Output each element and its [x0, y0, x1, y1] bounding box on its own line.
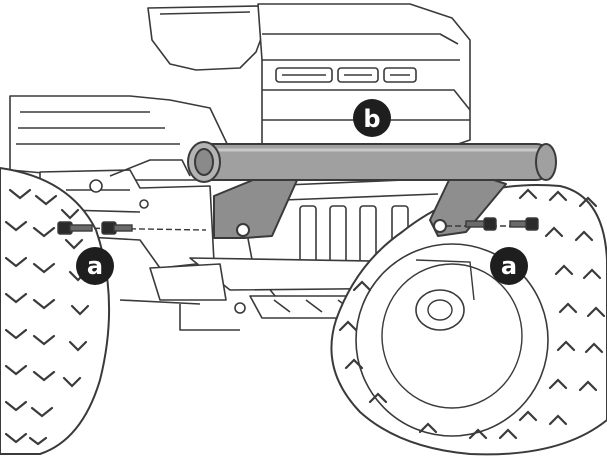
left-front-tire: [0, 166, 111, 455]
callout-a-left-label: a: [87, 252, 103, 280]
tractor-body: [9, 3, 471, 269]
left-mounting-bolts: [57, 221, 207, 235]
callout-b-label: b: [363, 105, 380, 133]
right-front-tire: [330, 183, 607, 456]
callout-a-left: a: [76, 247, 114, 285]
callout-a-right-label: a: [501, 252, 517, 280]
bumper: [187, 141, 557, 239]
callout-b: b: [353, 99, 391, 137]
callout-a-right: a: [490, 247, 528, 285]
right-mounting-bolts: [446, 217, 539, 231]
